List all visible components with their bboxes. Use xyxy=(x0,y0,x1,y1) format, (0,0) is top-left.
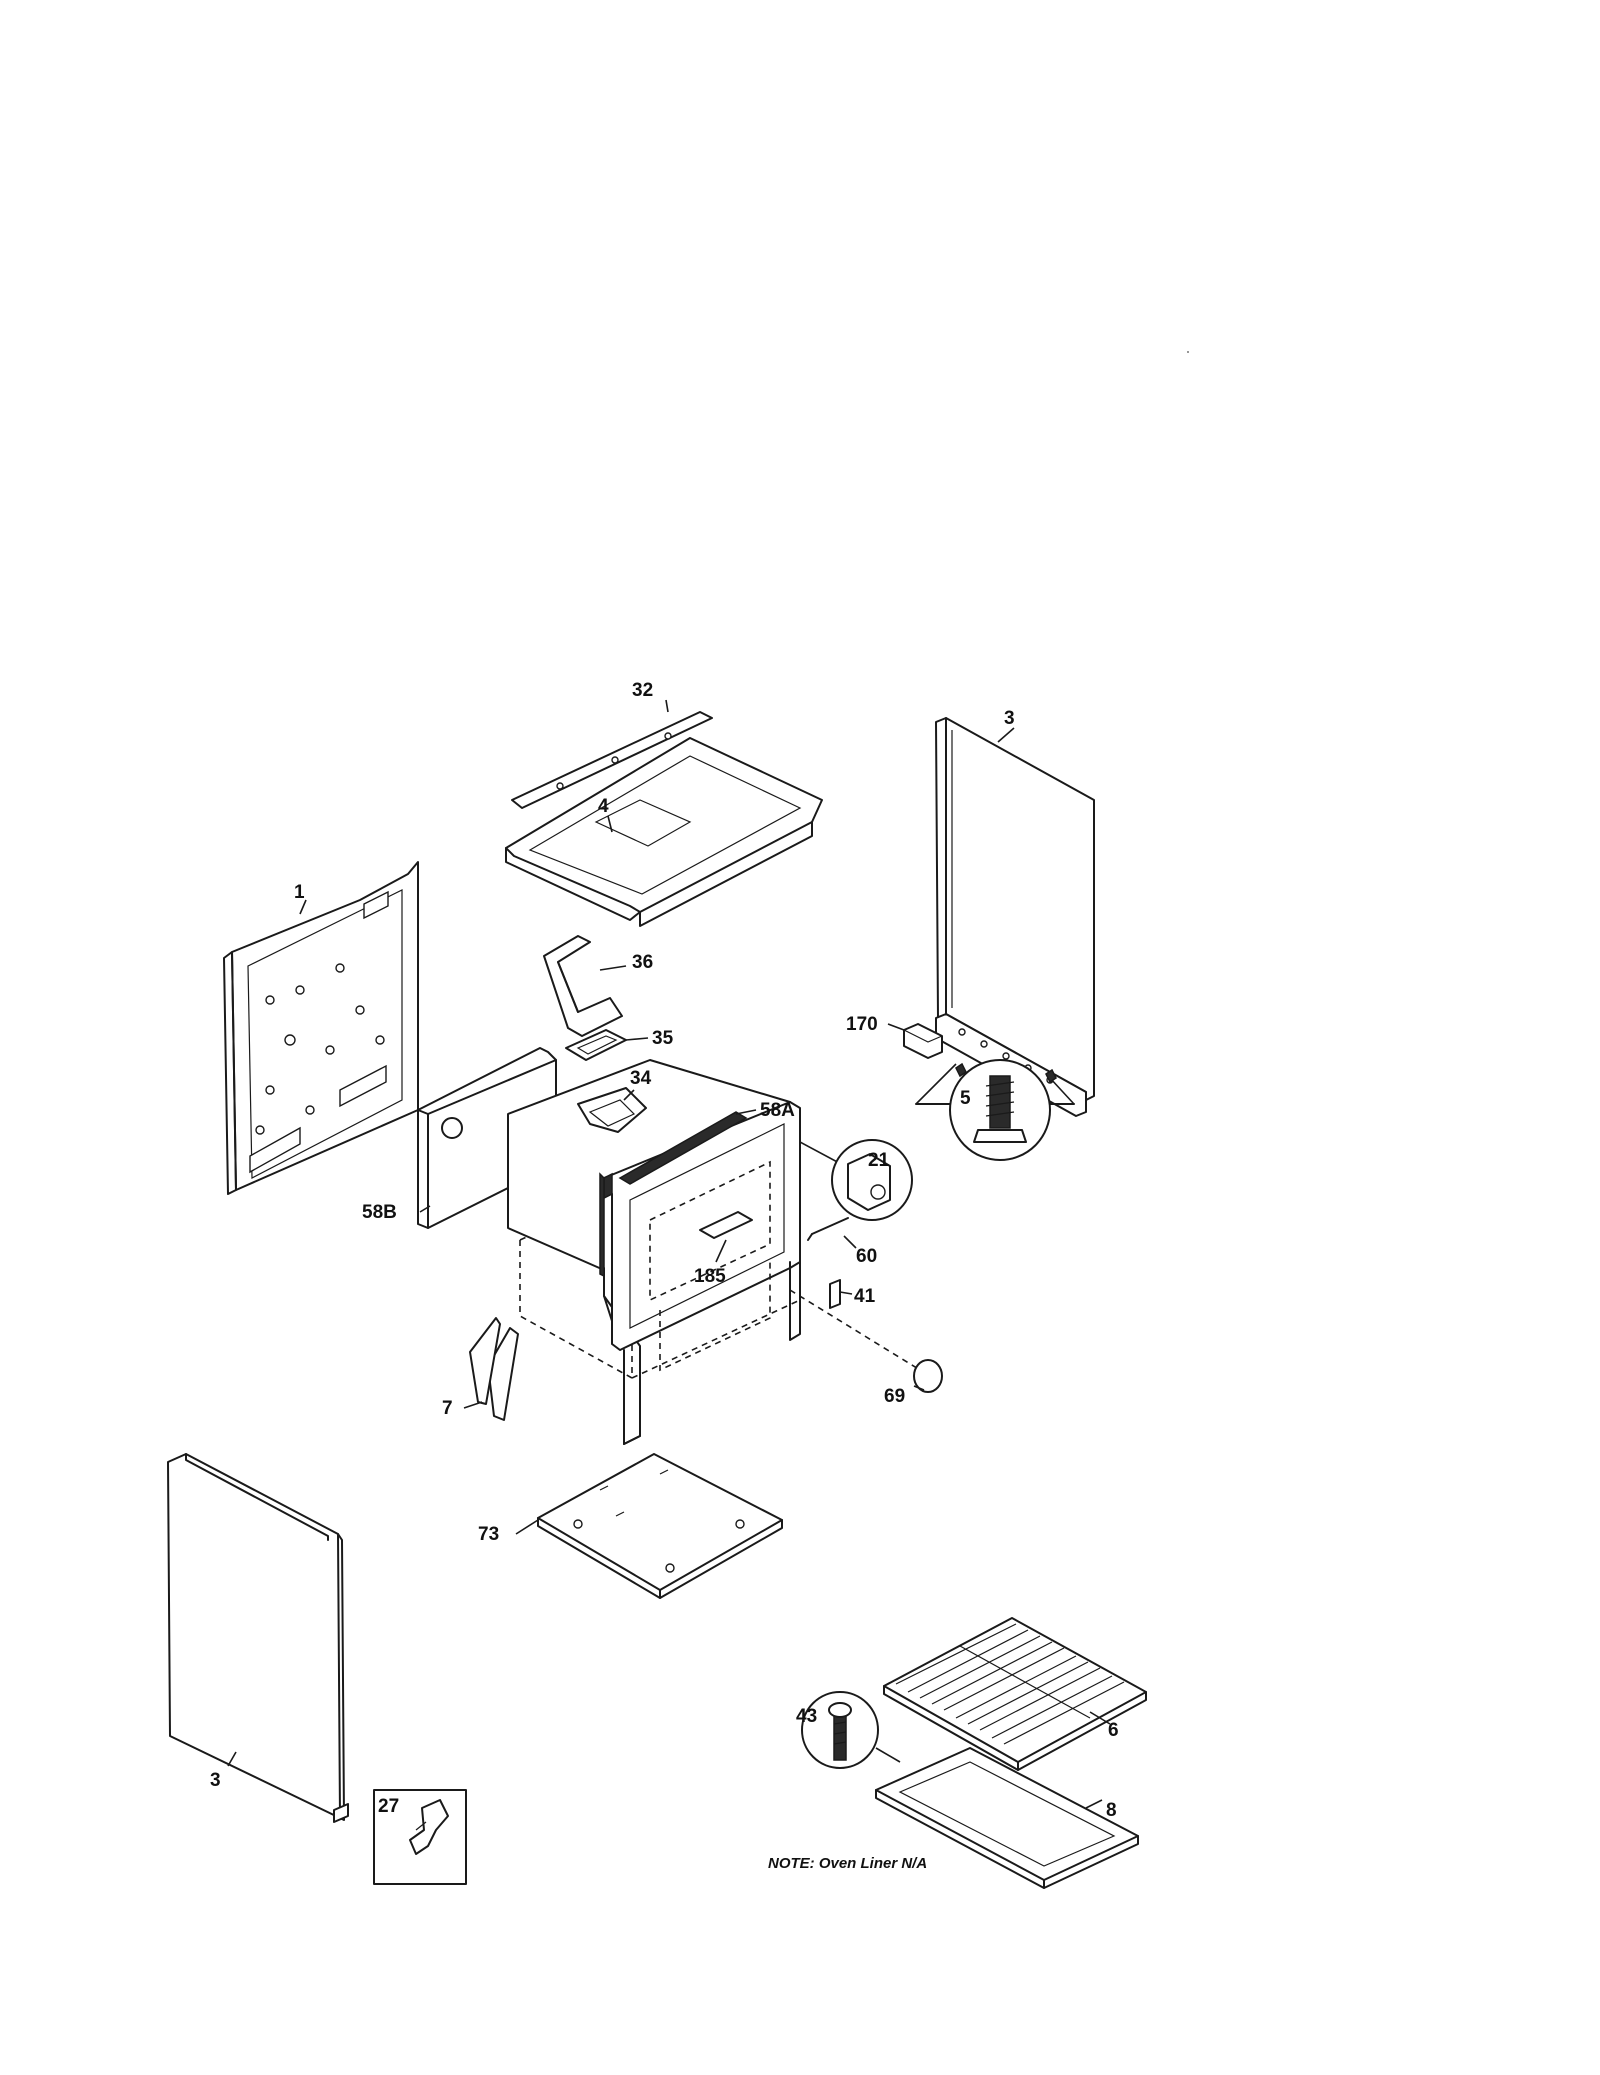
callout-27: 27 xyxy=(378,1796,399,1817)
callout-36: 36 xyxy=(632,952,653,973)
part-6-oven-rack xyxy=(883,1617,1147,1771)
callout-8: 8 xyxy=(1106,1800,1117,1821)
callout-35: 35 xyxy=(652,1028,674,1049)
part-43-screw-inset xyxy=(801,1691,901,1769)
part-32-top-rail xyxy=(511,711,713,809)
callout-43: 43 xyxy=(796,1706,817,1727)
leader-lines xyxy=(227,699,1111,1809)
part-73-bottom-panel xyxy=(537,1453,783,1599)
part-5-leveling-leg xyxy=(915,1059,1075,1161)
callout-1: 1 xyxy=(294,882,305,903)
part-58B-insulation-left xyxy=(417,1047,557,1229)
part-3-side-panel-right xyxy=(935,717,1095,1117)
callout-170: 170 xyxy=(846,1014,878,1035)
part-1-back-panel xyxy=(223,861,419,1195)
callout-7: 7 xyxy=(442,1398,453,1419)
part-58A-insulation-top xyxy=(618,1111,748,1185)
scan-speck xyxy=(1187,351,1189,353)
part-170-bracket xyxy=(903,1023,943,1059)
part-36-vent-duct xyxy=(543,935,623,1037)
callout-41: 41 xyxy=(854,1286,876,1307)
part-27-inset-box xyxy=(373,1789,467,1885)
callout-185: 185 xyxy=(694,1266,726,1287)
part-35-gasket xyxy=(565,1029,627,1061)
callout-3-top: 3 xyxy=(1004,708,1015,729)
callout-5: 5 xyxy=(960,1088,971,1109)
callout-73: 73 xyxy=(478,1524,499,1545)
part-7-spring xyxy=(469,1317,519,1421)
note-oven-liner: NOTE: Oven Liner N/A xyxy=(768,1855,927,1872)
callout-34: 34 xyxy=(630,1068,652,1089)
part-8-broiler-pan xyxy=(875,1747,1139,1889)
part-3-side-panel-left xyxy=(167,1453,349,1823)
oven-cavity-body xyxy=(507,1059,801,1445)
part-21-inset xyxy=(799,1139,913,1221)
part-34-burner-box xyxy=(577,1087,647,1133)
part-69-plug xyxy=(789,1289,943,1393)
callout-69: 69 xyxy=(884,1386,905,1407)
callout-3-bottom: 3 xyxy=(210,1770,221,1791)
callout-58B: 58B xyxy=(362,1202,397,1223)
callout-21: 21 xyxy=(868,1150,890,1171)
callout-32: 32 xyxy=(632,680,653,701)
callout-58A: 58A xyxy=(760,1100,795,1121)
part-4-top-frame xyxy=(505,737,823,927)
part-41-clip xyxy=(829,1279,841,1309)
callout-4: 4 xyxy=(598,796,609,817)
part-60-pin xyxy=(807,1217,849,1241)
callout-6: 6 xyxy=(1108,1720,1119,1741)
callout-60: 60 xyxy=(856,1246,877,1267)
